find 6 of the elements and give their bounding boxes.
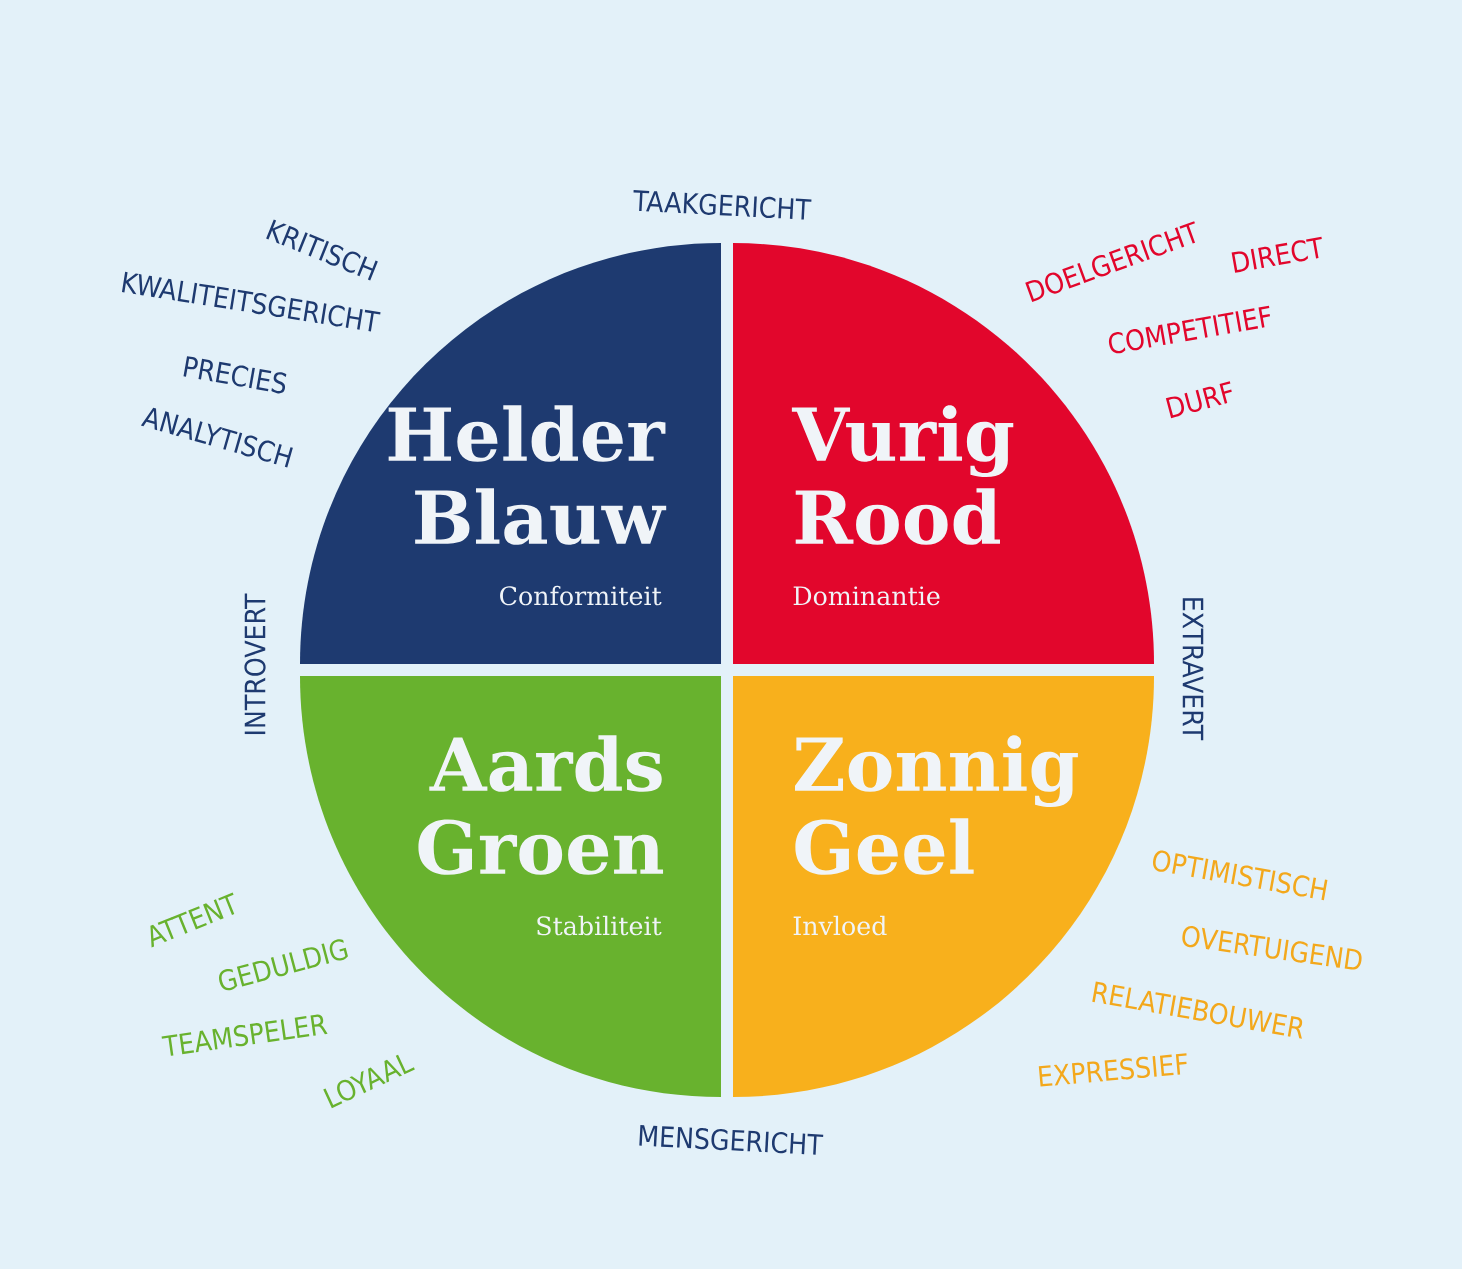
word-label: OVERTUIGEND bbox=[1182, 926, 1362, 970]
word-label: DIRECT bbox=[1231, 236, 1322, 273]
word-label: TAAKGERICHT bbox=[633, 190, 812, 220]
word-label: INTROVERT bbox=[244, 593, 266, 735]
word-label: EXTRAVERT bbox=[1182, 598, 1204, 741]
word-label: MENSGERICHT bbox=[639, 1125, 824, 1155]
